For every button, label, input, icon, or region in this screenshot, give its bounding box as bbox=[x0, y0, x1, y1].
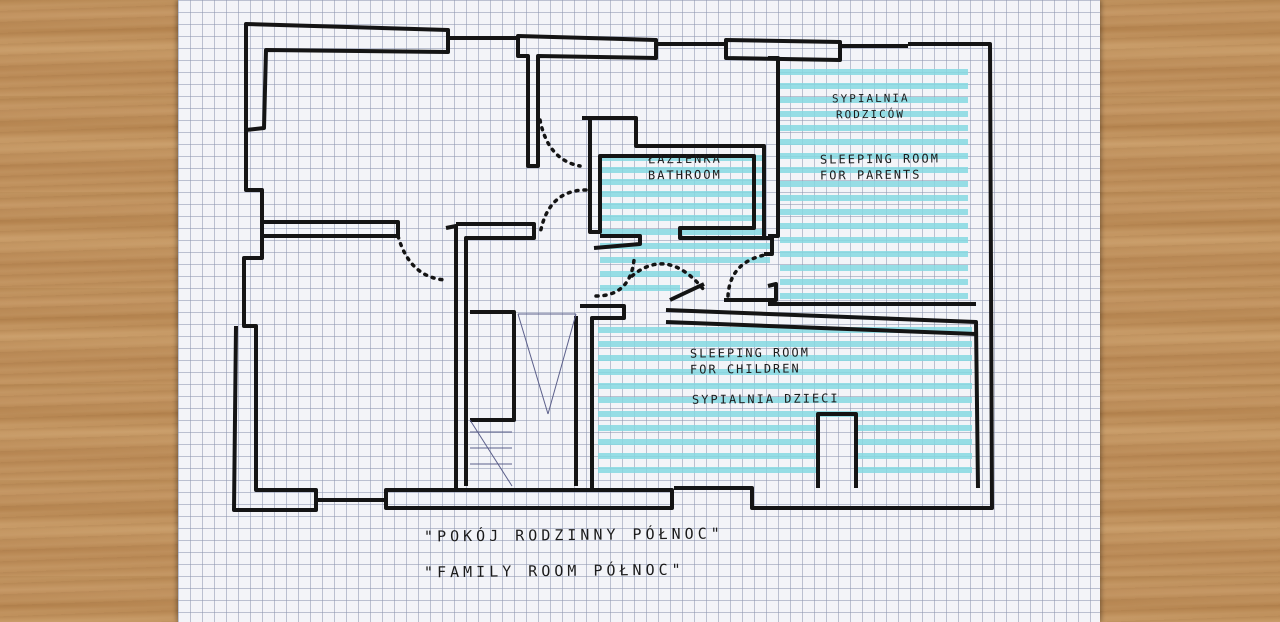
label-parents-pl-2: RODZICÓW bbox=[835, 107, 906, 122]
parents-room-highlight bbox=[780, 69, 968, 299]
door-swings bbox=[396, 118, 772, 298]
label-parents-en-1: SLEEPING ROOM bbox=[819, 151, 940, 167]
staircase-lines bbox=[469, 313, 577, 487]
label-children-en-2: FOR CHILDREN bbox=[689, 361, 801, 377]
walls bbox=[232, 22, 994, 512]
caption-polish: "POKÓJ RODZINNY PÓŁNOC" bbox=[423, 524, 724, 546]
label-bathroom-pl: ŁAZIENKA bbox=[647, 151, 722, 167]
caption-english: "FAMILY ROOM PÓŁNOC" bbox=[423, 560, 685, 582]
label-children-en-1: SLEEPING ROOM bbox=[689, 345, 810, 361]
label-children-pl: SYPIALNIA DZIECI bbox=[691, 391, 840, 407]
label-parents-pl-1: SYPIALNIA bbox=[831, 91, 910, 106]
label-bathroom-en: BATHROOM bbox=[647, 167, 722, 183]
label-parents-en-2: FOR PARENTS bbox=[819, 167, 922, 183]
grid-paper-sheet bbox=[178, 0, 1100, 622]
